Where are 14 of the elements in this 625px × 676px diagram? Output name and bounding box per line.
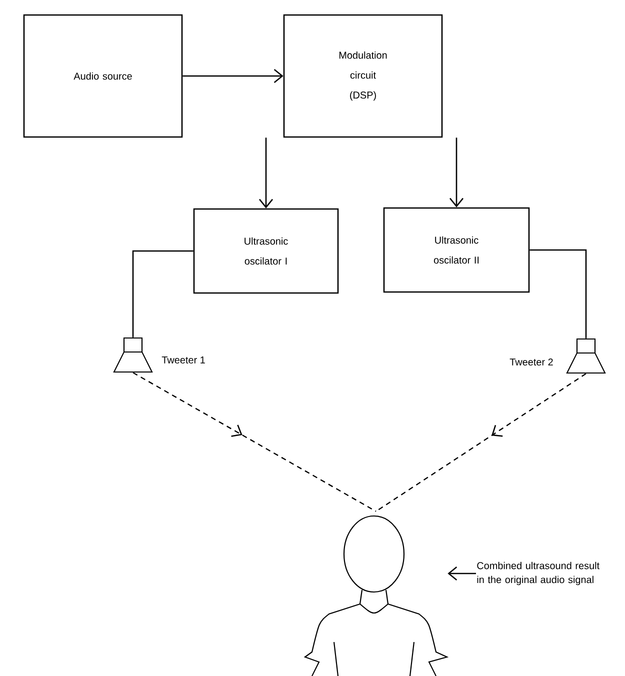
process-box: Audio source [23,14,183,138]
person-drawing [304,515,448,676]
arrow [450,138,464,208]
process-box: Ultrasonic oscilator II [383,207,530,293]
process-box: Ultrasonic oscilator I [193,208,339,294]
arrow [448,566,476,580]
speaker-label: Tweeter 1 [162,356,205,364]
note-text: Combined ultrasound result in the original audio signal [477,562,600,586]
arrow [182,69,284,83]
process-box: Modulation circuit (DSP) [283,14,443,138]
speaker-label: Tweeter 2 [510,358,553,366]
speaker-icon [566,338,606,374]
arrow [259,138,273,208]
speaker-icon [113,337,153,373]
